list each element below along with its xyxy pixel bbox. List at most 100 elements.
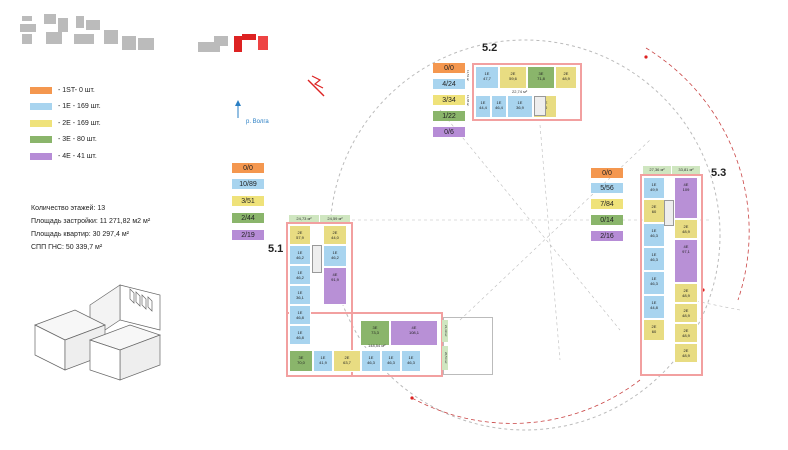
apartment-type: 4E <box>683 182 689 187</box>
apartment-area: 44,4 <box>479 105 487 110</box>
b51-core-stair <box>312 245 322 273</box>
apartment-area: 48,9 <box>682 353 690 358</box>
apartment-type: 3E <box>298 355 304 360</box>
apartment-area: 91,9 <box>331 277 339 282</box>
apartment-area: 60 <box>651 209 657 214</box>
b53-badge-1st: 0/0 <box>591 168 623 178</box>
apartment-area: 59,6 <box>509 76 517 81</box>
river-arrow-icon <box>235 100 241 118</box>
apartment-area: 97,1 <box>682 249 690 254</box>
apartment-area: 44,0 <box>331 235 339 240</box>
apartment-area: 48,9 <box>682 313 690 318</box>
apartment-area: 46,2 <box>296 275 304 280</box>
apartment-type: 1E <box>651 300 657 305</box>
apartment-type: 1E <box>297 250 303 255</box>
apartment-area: 48,9 <box>682 229 690 234</box>
b52-core-stair <box>534 96 546 116</box>
apartment-type: 1E <box>651 228 657 233</box>
b51-frame-horizontal <box>286 312 443 377</box>
apartment-type: 2E <box>683 288 689 293</box>
apartment-area: 48,9 <box>682 293 690 298</box>
legend-item-1e: - 1E - 169 шт. <box>30 103 101 110</box>
b51-badge-1e: 10/89 <box>232 179 264 189</box>
apartment-area: 46,2 <box>331 255 339 260</box>
b53-badge-2e: 7/84 <box>591 199 623 209</box>
apartment-area: 109 <box>682 187 690 192</box>
apartment-type: 1E <box>297 310 303 315</box>
apartment-area: 108,1 <box>408 330 419 335</box>
apartment-type: 2E <box>297 230 303 235</box>
apartment-type: 2E <box>651 204 657 209</box>
b53-core-stair <box>664 200 674 226</box>
b51-corridor-area: 148,54 м² <box>368 343 386 348</box>
apartment-area: 63,7 <box>343 360 351 365</box>
north-arrow-icon <box>307 75 325 97</box>
apartment-type: 3E <box>372 325 378 330</box>
apartment-area: 48,9 <box>562 76 570 81</box>
apartment-type: 1E <box>651 182 657 187</box>
legend-item-1st: - 1ST- 0 шт. <box>30 87 95 94</box>
b51-terrace-1: 24,73 м² <box>289 215 319 222</box>
apartment-type: 3E <box>538 71 544 76</box>
legend-item-2e: - 2E - 169 шт. <box>30 120 101 127</box>
info-apartments-area: Площадь квартир: 30 297,4 м² <box>31 231 129 238</box>
apartment-area: 46,3 <box>387 360 395 365</box>
apartment-type: 1E <box>484 71 490 76</box>
apartment-area: 46,8 <box>296 335 304 340</box>
apartment-area: 48,9 <box>682 333 690 338</box>
apartment-area: 46,3 <box>367 360 375 365</box>
b51-terrace-2: 24,59 м² <box>320 215 350 222</box>
b52-frame <box>472 63 582 121</box>
apartment-area: 46,3 <box>650 233 658 238</box>
apartment-type: 4E <box>683 244 689 249</box>
apartment-area: 46,3 <box>407 360 415 365</box>
info-spp: СПП ГНС: 50 339,7 м² <box>31 244 103 251</box>
apartment-type: 2E <box>510 71 516 76</box>
apartment-area: 60 <box>651 329 657 334</box>
red-arc-bottom <box>411 379 641 424</box>
legend-label: - 1E - 169 шт. <box>58 103 101 110</box>
highlighted-plot <box>234 36 242 52</box>
apartment-type: 2E <box>683 224 689 229</box>
apartment-area: 46,3 <box>650 257 658 262</box>
apartment-type: 1E <box>297 290 303 295</box>
info-built-area: Площадь застройки: 11 271,82 м2 м² <box>31 218 151 225</box>
apartment-area: 46,3 <box>650 281 658 286</box>
apartment-type: 2E <box>563 71 569 76</box>
b52-corridor-area: 22,74 м² <box>512 89 528 94</box>
apartment-type: 1E <box>368 355 374 360</box>
legend-label: - 2E - 169 шт. <box>58 120 101 127</box>
legend-swatch <box>30 120 52 127</box>
b52-badge-3e: 1/22 <box>433 111 465 121</box>
apartment-type: 1E <box>388 355 394 360</box>
b52-badge-4e: 0/6 <box>433 127 465 137</box>
b51-badge-3e: 2/44 <box>232 213 264 223</box>
apartment-area: 71,8 <box>537 76 545 81</box>
isometric-massing <box>34 284 162 381</box>
